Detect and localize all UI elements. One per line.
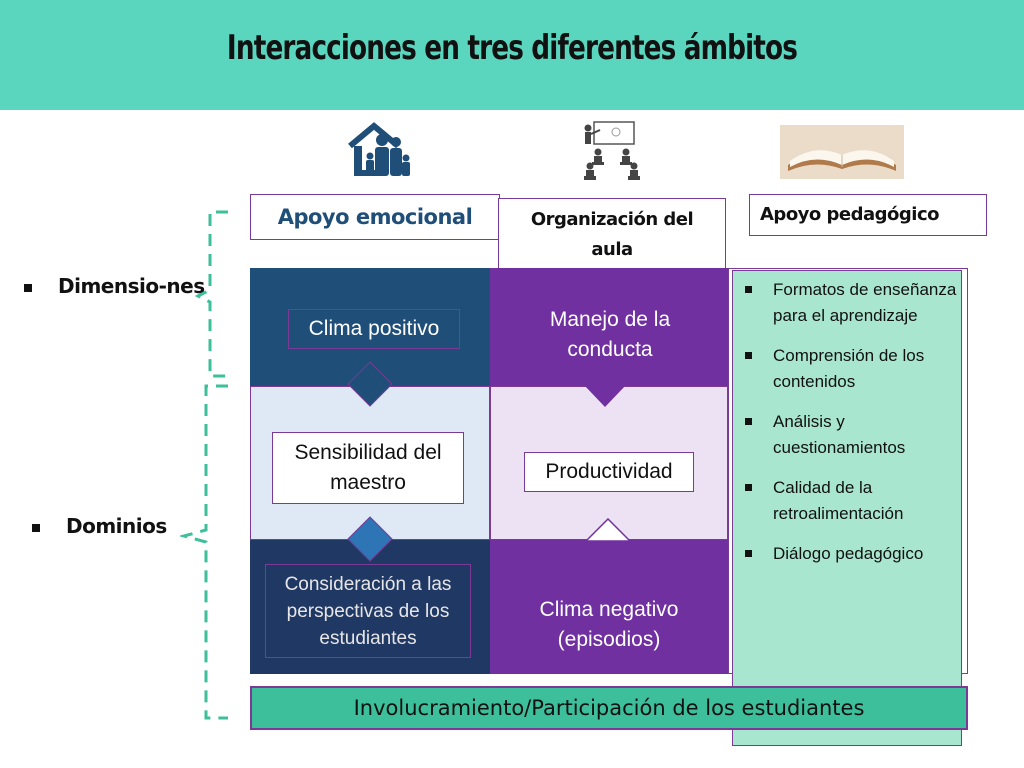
pedagogical-list-panel: Formatos de enseñanza para el aprendizaj… — [732, 270, 962, 746]
triangle-down-connector — [584, 385, 626, 407]
column-header-organizacion-aula: Organización del aula — [498, 198, 726, 268]
list-item: Comprensión de los contenidos — [733, 343, 961, 395]
bullet-marker — [24, 284, 32, 292]
involucramiento-bar: Involucramiento/Participación de los est… — [250, 686, 968, 730]
page-title: Interacciones en tres diferentes ámbitos — [226, 28, 798, 68]
list-item: Formatos de enseñanza para el aprendizaj… — [733, 277, 961, 329]
list-item: Análisis y cuestionamientos — [733, 409, 961, 461]
open-book-icon — [780, 125, 904, 179]
sensibilidad-box: Sensibilidad del maestro — [272, 432, 464, 504]
dimensiones-label: Dimensio-nes — [58, 274, 205, 298]
column-header-label: Organización del aula — [530, 209, 694, 260]
organization-bottom-block — [490, 540, 728, 674]
clima-negativo-text: Clima negativo (episodios) — [539, 598, 679, 651]
manejo-conducta-text: Manejo de la conducta — [549, 308, 671, 361]
emotional-bottom-block — [250, 540, 490, 674]
column-header-label: Apoyo emocional — [277, 205, 473, 229]
bullet-marker — [32, 524, 40, 532]
dominios-label: Dominios — [66, 514, 167, 538]
clima-positivo-box: Clima positivo — [288, 309, 460, 349]
organization-top-block — [490, 268, 728, 386]
column-header-apoyo-emocional: Apoyo emocional — [250, 194, 500, 240]
classroom-teacher-icon — [580, 120, 642, 182]
column-header-apoyo-pedagogico: Apoyo pedagógico — [749, 194, 987, 236]
column-header-label: Apoyo pedagógico — [760, 204, 940, 225]
involucramiento-label: Involucramiento/Participación de los est… — [353, 696, 865, 720]
triangle-up-connector — [586, 518, 630, 542]
consideracion-box: Consideración a las perspectivas de los … — [265, 564, 471, 658]
productividad-box: Productividad — [524, 452, 694, 492]
header-banner — [0, 0, 1024, 110]
list-item: Diálogo pedagógico — [733, 541, 961, 567]
list-item: Calidad de la retroalimentación — [733, 475, 961, 527]
dashed-brackets — [180, 210, 228, 720]
family-house-icon — [346, 122, 412, 180]
